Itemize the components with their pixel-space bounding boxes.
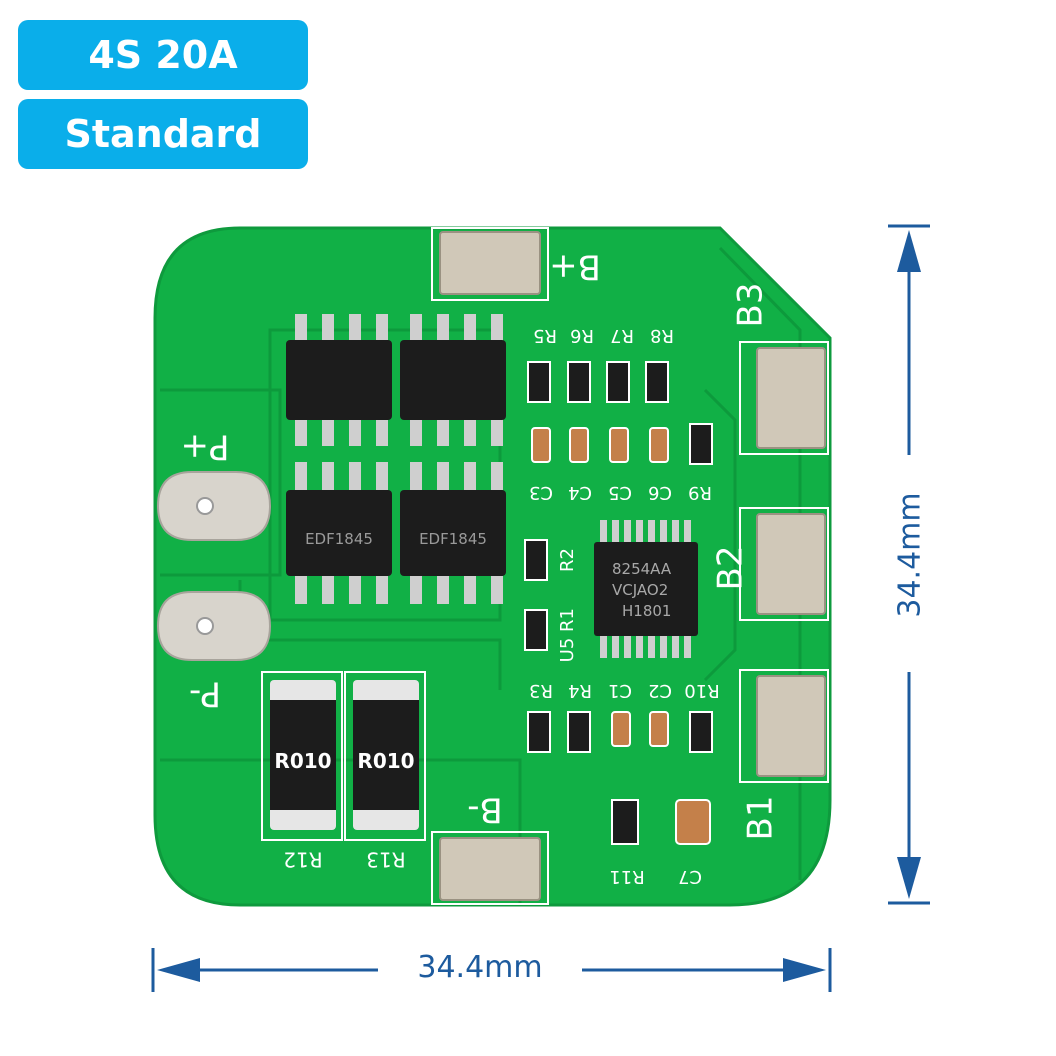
mosfet-marking: EDF1845 [419,530,487,548]
ref-r13: R13 [366,848,405,872]
mosfet-4 [400,490,506,576]
edition-badge: Standard [18,99,308,169]
ref-r1: R1 [557,608,578,632]
sense-resistor-marking-r12: R010 [274,749,331,773]
ref-c1: C1 [608,680,632,701]
mosfet-1 [286,340,392,420]
ref-r8: R8 [650,325,674,346]
ref-r11: R11 [609,866,644,887]
ref-r9: R9 [688,482,712,503]
b1-label: B1 [741,796,781,841]
config-badge: 4S 20A [18,20,308,90]
ref-r3: R3 [529,680,553,701]
bplus-label: B+ [549,247,601,287]
ref-r2: R2 [557,548,578,572]
dimension-vertical [888,224,930,905]
ref-r5: R5 [533,325,557,346]
pplus-label: P+ [181,427,230,467]
b3-pad [756,347,826,449]
ref-r12: R12 [283,848,322,872]
bminus-label: B- [467,790,503,830]
mosfet-marking: EDF1845 [305,530,373,548]
sense-resistor-marking-r13: R010 [357,749,414,773]
ic-marking-line2: VCJAO2 [612,581,668,599]
b2-label: B2 [711,546,751,591]
ref-c6: C6 [648,482,672,503]
b2-pad [756,513,826,615]
b1-pad [756,675,826,777]
dimension-horizontal [151,948,832,992]
bplus-pad [439,231,541,295]
height-dimension-label: 34.4mm [892,492,928,618]
ic-marking-line1: 8254AA [612,560,672,578]
ref-c4: C4 [568,482,592,503]
ref-r7: R7 [610,325,634,346]
mosfet-group: EDF1845 EDF1845 [286,314,506,604]
ref-r6: R6 [570,325,594,346]
protection-ic: 8254AA VCJAO2 H1801 [594,520,698,658]
ref-c5: C5 [608,482,632,503]
b3-label: B3 [731,283,771,328]
ref-r4: R4 [568,680,592,701]
ref-u5: U5 [557,638,578,663]
width-dimension-label: 34.4mm [417,950,543,985]
bminus-pad [439,837,541,901]
ref-r10: R10 [684,680,719,701]
ref-c7: C7 [678,866,702,887]
sense-resistors: R010 R010 [270,680,419,830]
ic-marking-line3: H1801 [622,602,671,620]
ref-c2: C2 [648,680,672,701]
mosfet-3 [286,490,392,576]
ref-c3: C3 [529,482,553,503]
pminus-label: P- [189,674,221,714]
mosfet-2 [400,340,506,420]
small-components [524,361,713,845]
